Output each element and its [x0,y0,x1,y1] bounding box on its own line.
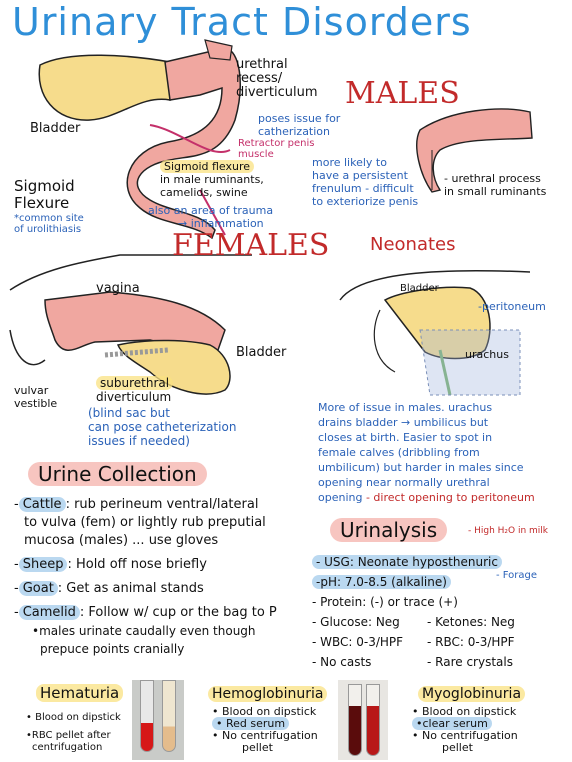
sigmoid-label: Sigmoid Flexure [14,177,75,212]
retractor-label: Retractor penis muscle [238,138,315,160]
list-item: -Sheep: Hold off nose briefly [14,557,207,572]
urinalysis-heading: Urinalysis [330,518,448,542]
myoglobinuria-heading: Myoglobinuria [418,686,526,702]
urine-collection-heading: Urine Collection [28,462,207,486]
neonate-note: More of issue in males. urachus drains b… [318,401,535,504]
list-item: - USG: Neonate hyposthenuric [312,552,572,572]
peritoneum-label: -peritoneum [478,300,546,313]
hematuria-photo [132,680,184,760]
hemoglobinuria-photo [338,680,388,760]
poses-issue-note: poses issue for catherization [258,112,341,138]
bladder-drawing [38,54,171,121]
high-water-note: - High H₂O in milk [468,526,549,536]
list-item: to vulva (fem) or lightly rub preputial [24,515,266,530]
neonates-heading: Neonates [370,234,456,255]
list-item: -Camelid: Follow w/ cup or the bag to P [14,605,277,620]
hematuria-heading: Hematuria [36,684,124,702]
hemoglobinuria-list: • Blood on dipstick • Red serum • No cen… [212,705,318,754]
urethral-process-label: - urethral process in small ruminants [444,172,547,198]
page-title: Urinary Tract Disorders [12,0,472,44]
list-item: mucosa (males) ... use gloves [24,533,219,548]
female-bladder-label: Bladder [236,345,287,360]
blind-sac-note: (blind sac but can pose catheterization … [88,406,237,448]
bladder-label: Bladder [30,121,81,136]
urinalysis-list: - USG: Neonate hyposthenuric -pH: 7.0-8.… [312,552,572,672]
penis-drawing [416,108,533,193]
also-area-note: also an area of trauma → inflammation [148,204,274,230]
list-item: •males urinate caudally even though [32,624,256,638]
list-item: - Protein: (-) or trace (+) [312,595,458,609]
urethral-recess-label: urethral recess/ diverticulum [236,57,318,100]
myoglobinuria-list: • Blood on dipstick •clear serum • No ce… [412,705,518,754]
forage-note: - Forage [496,570,538,581]
females-heading: FEMALES [172,228,330,263]
urethra-drawing [126,47,241,240]
list-item: - No casts- Rare crystals [312,655,513,669]
list-item: -pH: 7.0-8.5 (alkaline) [312,572,572,592]
neonate-bladder-drawing [383,286,491,360]
list-item: - WBC: 0-3/HPF- RBC: 0-3/HPF [312,635,515,649]
vulvar-label: vulvar vestible [14,384,58,410]
vagina-label: vagina [96,281,140,296]
hemoglobinuria-heading: Hemoglobinuria [208,686,328,702]
neonate-bladder-label: Bladder [400,283,439,294]
urachus-label: urachus [465,348,509,361]
list-item: prepuce points cranially [40,642,185,656]
list-item: - Glucose: Neg- Ketones: Neg [312,615,515,629]
males-heading: MALES [345,76,460,111]
hematuria-list: • Blood on dipstick •RBC pellet after ce… [26,712,121,753]
sigmoid-note: Sigmoid flexure in male ruminants, camel… [160,160,264,199]
list-item: -Cattle: rub perineum ventral/lateral [14,497,259,512]
frenulum-note: more likely to have a persistent frenulu… [312,156,419,208]
suburethral-label: suburethral diverticulum [96,376,174,404]
list-item: -Goat: Get as animal stands [14,581,204,596]
urine-collection-list: -Cattle: rub perineum ventral/lateral to… [14,496,314,658]
common-site-note: *common site of urolithiasis [14,213,84,235]
